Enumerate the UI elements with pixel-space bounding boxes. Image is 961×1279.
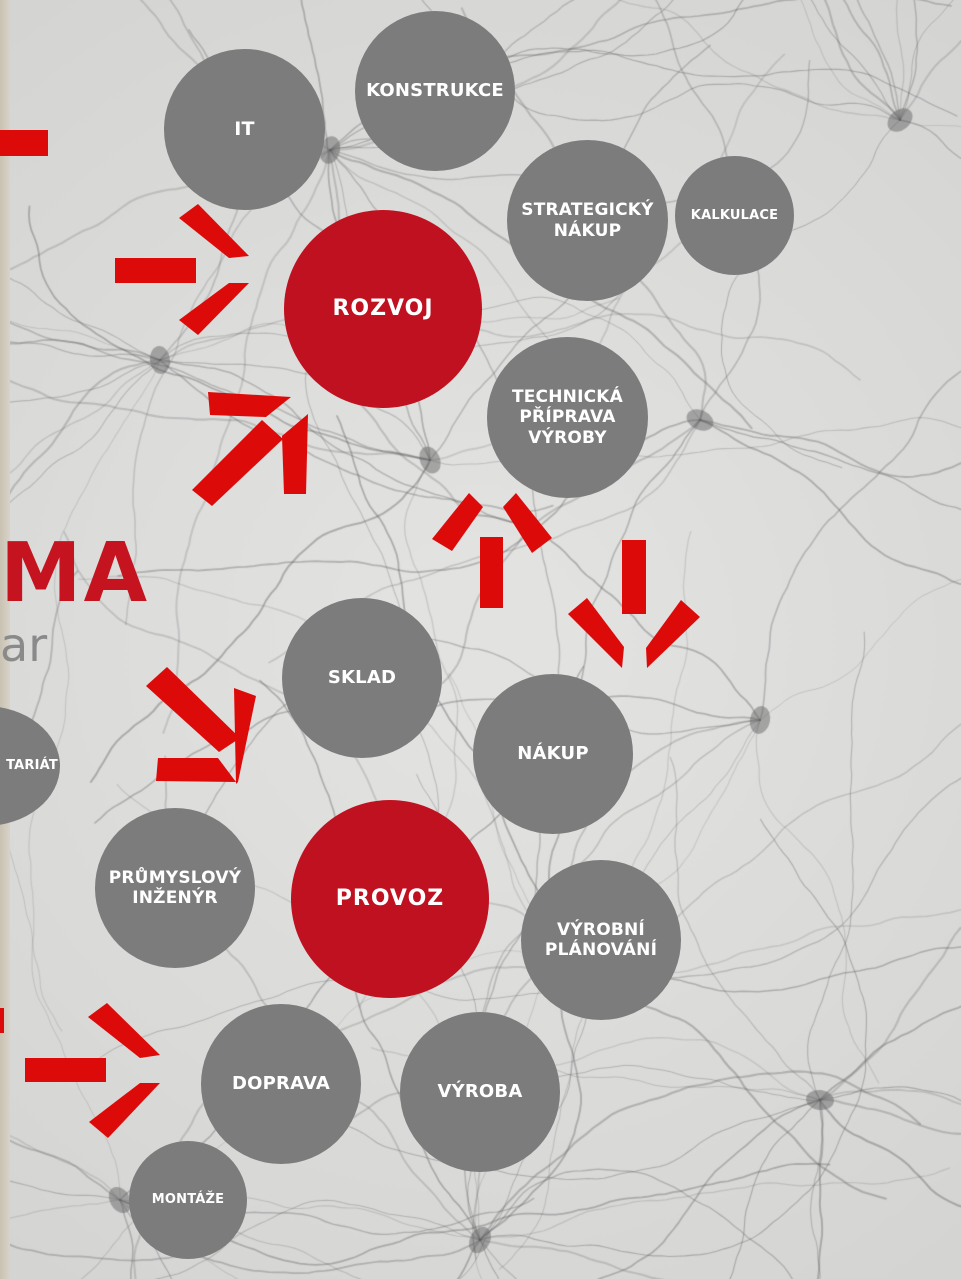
node-it[interactable]: IT xyxy=(164,49,325,210)
arrow-up-to-technicka-icon xyxy=(432,493,552,608)
node-vyrobni-planovani[interactable]: VÝROBNÍ PLÁNOVÁNÍ xyxy=(521,860,681,1020)
brand-subtitle-partial: ar xyxy=(0,618,48,672)
node-provoz[interactable]: PROVOZ xyxy=(291,800,489,998)
arrow-down-to-nakup-icon xyxy=(568,540,700,668)
node-prumyslovy-inzenyr[interactable]: PRŮMYSLOVÝ INŽENÝR xyxy=(95,808,255,968)
left-edge-strip xyxy=(0,0,10,1279)
arrow-right-to-rozvoj-icon xyxy=(115,204,249,335)
node-vyroba[interactable]: VÝROBA xyxy=(400,1012,560,1172)
arrow-fragment-top-left xyxy=(0,130,48,156)
node-sklad[interactable]: SKLAD xyxy=(282,598,442,758)
node-strategicky-nakup[interactable]: STRATEGICKÝ NÁKUP xyxy=(507,140,668,301)
node-konstrukce[interactable]: KONSTRUKCE xyxy=(355,11,515,171)
arrow-downright-to-sklad-icon xyxy=(146,667,256,784)
node-kalkulace[interactable]: KALKULACE xyxy=(675,156,794,275)
arrow-right-to-doprava-icon xyxy=(25,1003,160,1138)
node-doprava[interactable]: DOPRAVA xyxy=(201,1004,361,1164)
node-montaze[interactable]: MONTÁŽE xyxy=(129,1141,247,1259)
arrow-upright-to-rozvoj-icon xyxy=(192,392,308,506)
arrow-fragment-bottom-left xyxy=(0,1008,4,1033)
node-technicka-priprava[interactable]: TECHNICKÁ PŘÍPRAVA VÝROBY xyxy=(487,337,648,498)
node-nakup[interactable]: NÁKUP xyxy=(473,674,633,834)
node-rozvoj[interactable]: ROZVOJ xyxy=(284,210,482,408)
brand-title-partial: MA xyxy=(0,526,150,621)
